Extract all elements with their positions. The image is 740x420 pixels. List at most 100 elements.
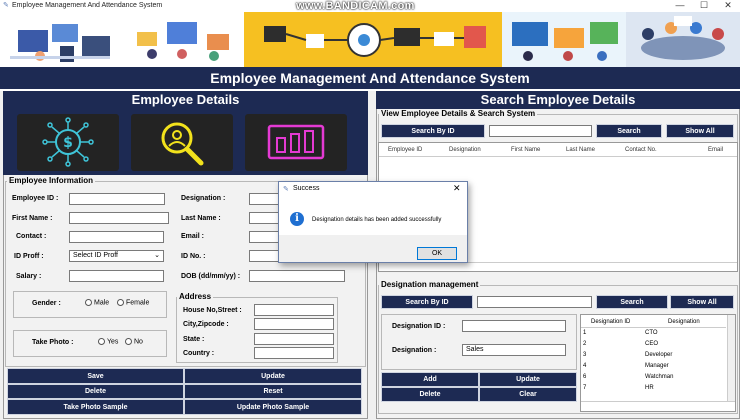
- designation-input[interactable]: [249, 193, 279, 205]
- country-input[interactable]: [254, 347, 334, 359]
- table-cell[interactable]: CEO: [645, 341, 659, 347]
- table-header-divider: [379, 156, 737, 157]
- banner-image-office: [0, 12, 122, 67]
- contact-label: Contact :: [16, 233, 47, 240]
- designation-show-all-button[interactable]: Show All: [670, 295, 734, 309]
- salary-label: Salary :: [16, 273, 42, 280]
- employee-details-title: Employee Details: [3, 91, 368, 109]
- report-chart-icon: [245, 114, 347, 171]
- column-header[interactable]: Email: [708, 147, 724, 153]
- designation-id-input[interactable]: [462, 320, 566, 332]
- table-cell[interactable]: Developer: [645, 352, 673, 358]
- photo-no-label: No: [134, 338, 143, 346]
- close-window-button[interactable]: ✕: [724, 0, 732, 10]
- banner-image-meeting: [502, 12, 626, 67]
- table-cell[interactable]: HR: [645, 385, 654, 391]
- banner-image-team: [122, 12, 244, 67]
- add-designation-button[interactable]: Add: [381, 372, 479, 387]
- first-name-label: First Name :: [12, 215, 53, 222]
- table-cell[interactable]: 6: [583, 374, 587, 380]
- column-header[interactable]: Contact No.: [625, 147, 657, 153]
- last-name-input[interactable]: [249, 212, 279, 224]
- designation-label: Designation :: [181, 195, 226, 202]
- horizontal-scrollbar[interactable]: [581, 401, 735, 402]
- delete-designation-button[interactable]: Delete: [381, 387, 479, 402]
- designation-group: [378, 285, 738, 414]
- employee-id-input[interactable]: [69, 193, 165, 205]
- table-cell[interactable]: Manager: [645, 363, 669, 369]
- horizontal-scrollbar[interactable]: [379, 262, 737, 263]
- id-proof-select[interactable]: Select ID Proff ⌄: [69, 250, 164, 262]
- designation-search-button[interactable]: Search: [596, 295, 668, 309]
- save-button[interactable]: Save: [7, 368, 184, 384]
- city-input[interactable]: [254, 318, 334, 330]
- reset-button[interactable]: Reset: [184, 384, 362, 399]
- take-photo-sample-button[interactable]: Take Photo Sample: [7, 399, 184, 415]
- update-designation-button[interactable]: Update: [479, 372, 577, 387]
- table-cell[interactable]: 2: [583, 341, 587, 347]
- radio-circle-icon: [98, 338, 105, 345]
- id-no-label: ID No. :: [181, 253, 206, 260]
- designation-name-label: Designation :: [392, 347, 437, 354]
- employee-id-label: Employee ID :: [12, 195, 59, 202]
- info-icon: i: [290, 212, 304, 226]
- house-label: House No,Street :: [183, 307, 242, 314]
- dob-input[interactable]: [249, 270, 345, 282]
- window-titlebar: ✎ Employee Management And Attendance Sys…: [0, 0, 740, 12]
- search-by-id-select[interactable]: Search By ID: [381, 124, 485, 138]
- header-divider: [0, 89, 740, 91]
- email-input[interactable]: [249, 231, 279, 243]
- contact-input[interactable]: [69, 231, 164, 243]
- update-photo-sample-button[interactable]: Update Photo Sample: [184, 399, 362, 415]
- column-header[interactable]: Designation ID: [591, 319, 631, 325]
- table-cell[interactable]: CTO: [645, 330, 658, 336]
- banner-image-conference: [626, 12, 740, 67]
- take-photo-label: Take Photo :: [32, 339, 74, 346]
- dialog-title: Success: [293, 185, 320, 192]
- employee-info-title: Employee Information: [7, 176, 96, 185]
- column-header[interactable]: Employee ID: [388, 147, 423, 153]
- recording-watermark: www.BANDICAM.com: [296, 0, 415, 12]
- clear-designation-button[interactable]: Clear: [479, 387, 577, 402]
- id-no-input[interactable]: [249, 250, 279, 262]
- minimize-button[interactable]: —: [675, 0, 685, 10]
- table-cell[interactable]: 7: [583, 385, 587, 391]
- ok-button[interactable]: OK: [417, 247, 457, 260]
- designation-table[interactable]: [580, 314, 736, 412]
- employee-search-input[interactable]: [489, 125, 592, 137]
- employee-show-all-button[interactable]: Show All: [666, 124, 734, 138]
- delete-button[interactable]: Delete: [7, 384, 184, 399]
- dialog-body: i Designation details has been added suc…: [279, 197, 467, 235]
- vertical-scrollbar[interactable]: [727, 315, 735, 401]
- photo-no-radio[interactable]: No: [125, 338, 143, 345]
- gender-male-radio[interactable]: Male: [85, 299, 109, 306]
- gender-male-label: Male: [94, 299, 110, 307]
- table-cell[interactable]: 3: [583, 352, 587, 358]
- take-photo-box: [13, 330, 167, 357]
- address-title: Address: [177, 292, 214, 301]
- table-cell[interactable]: 1: [583, 330, 587, 336]
- table-cell[interactable]: Watchman: [645, 374, 674, 380]
- update-button[interactable]: Update: [184, 368, 362, 384]
- photo-yes-radio[interactable]: Yes: [98, 338, 118, 345]
- table-cell[interactable]: 4: [583, 363, 587, 369]
- designation-search-by-select[interactable]: Search By ID: [381, 295, 473, 309]
- column-header[interactable]: Designation: [668, 319, 700, 325]
- state-input[interactable]: [254, 333, 334, 345]
- column-header[interactable]: Designation: [449, 147, 481, 153]
- employee-info-group: [5, 181, 366, 367]
- house-input[interactable]: [254, 304, 334, 316]
- salary-input[interactable]: [69, 270, 164, 282]
- feather-icon: ✎: [3, 2, 9, 9]
- designation-search-input[interactable]: [477, 296, 592, 308]
- gender-female-radio[interactable]: Female: [117, 299, 149, 306]
- maximize-button[interactable]: ☐: [699, 0, 709, 10]
- radio-circle-icon: [85, 299, 92, 306]
- dialog-close-button[interactable]: ✕: [453, 183, 461, 193]
- column-header[interactable]: Last Name: [566, 147, 596, 153]
- column-header[interactable]: First Name: [511, 147, 541, 153]
- success-dialog: ✎ Success ✕ i Designation details has be…: [278, 181, 468, 263]
- first-name-input[interactable]: [69, 212, 169, 224]
- designation-name-input[interactable]: Sales: [462, 344, 566, 356]
- employee-search-button[interactable]: Search: [596, 124, 662, 138]
